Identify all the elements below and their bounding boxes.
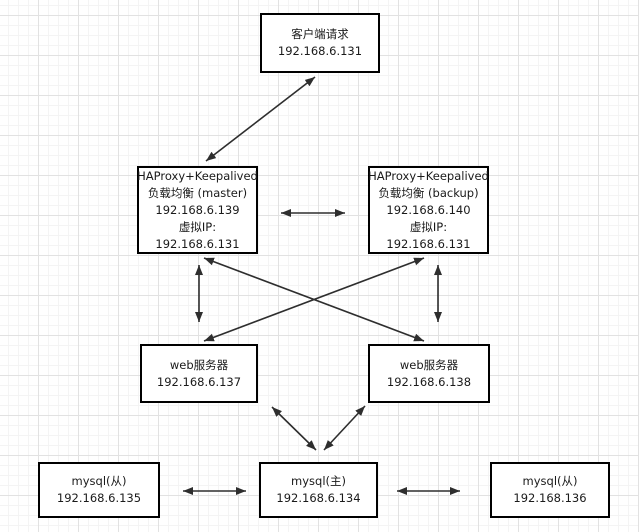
- node-label: 负载均衡 (master): [147, 185, 248, 200]
- node-ip: 192.168.6.131: [155, 236, 240, 251]
- edge-lb-backup-web1[interactable]: [203, 257, 425, 342]
- edge-web1-mysql-master[interactable]: [271, 406, 317, 451]
- node-mysql-slave-right[interactable]: mysql(从) 192.168.136: [490, 462, 610, 518]
- node-ip: 192.168.6.131: [277, 44, 363, 58]
- node-ip: 192.168.6.138: [386, 374, 472, 389]
- node-label: HAProxy+Keepalived: [368, 168, 489, 183]
- node-mysql-master[interactable]: mysql(主) 192.168.6.134: [259, 462, 378, 518]
- node-web-server-1[interactable]: web服务器 192.168.6.137: [140, 344, 258, 403]
- node-haproxy-keepalived-backup[interactable]: HAProxy+Keepalived 负载均衡 (backup) 192.168…: [368, 166, 489, 254]
- node-label: 客户端请求: [291, 27, 349, 41]
- node-ip: 192.168.6.131: [386, 236, 471, 251]
- node-ip: 192.168.6.137: [156, 374, 242, 389]
- node-ip: 192.168.6.139: [155, 202, 240, 217]
- node-label: mysql(从): [522, 474, 578, 488]
- node-haproxy-keepalived-master[interactable]: HAProxy+Keepalived 负载均衡 (master) 192.168…: [137, 166, 258, 254]
- node-label: 负载均衡 (backup): [378, 185, 479, 200]
- edge-client-lb-master[interactable]: [205, 76, 316, 162]
- node-mysql-slave-left[interactable]: mysql(从) 192.168.6.135: [38, 462, 160, 518]
- node-ip: 192.168.6.135: [56, 491, 142, 505]
- node-label: 虚拟IP:: [409, 219, 448, 234]
- node-ip: 192.168.6.140: [386, 202, 471, 217]
- node-label: web服务器: [399, 357, 459, 372]
- node-label: HAProxy+Keepalived: [137, 168, 258, 183]
- node-label: web服务器: [169, 357, 229, 372]
- node-label: 虚拟IP:: [178, 219, 217, 234]
- node-web-server-2[interactable]: web服务器 192.168.6.138: [368, 344, 490, 403]
- edge-web2-mysql-master[interactable]: [323, 405, 366, 451]
- node-label: mysql(从): [71, 474, 127, 488]
- node-ip: 192.168.6.134: [276, 491, 361, 505]
- node-client-request[interactable]: 客户端请求 192.168.6.131: [260, 13, 380, 73]
- node-ip: 192.168.136: [513, 491, 587, 505]
- node-label: mysql(主): [291, 474, 346, 488]
